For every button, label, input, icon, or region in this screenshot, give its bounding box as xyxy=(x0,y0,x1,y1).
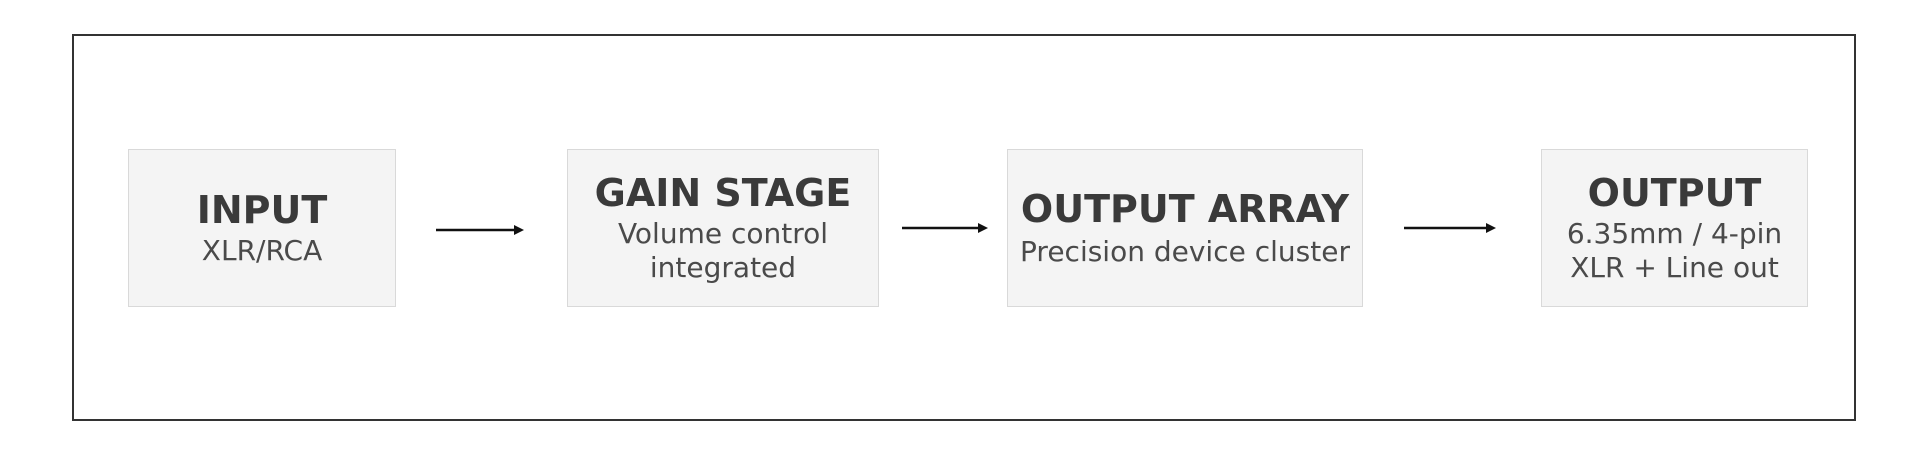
output-block-title: OUTPUT xyxy=(1587,171,1762,215)
output-block-subtitle: 6.35mm / 4-pin XLR + Line out xyxy=(1566,217,1783,284)
input-block-title: INPUT xyxy=(196,188,328,232)
arrow-array-to-output xyxy=(1404,222,1496,234)
arrow-input-to-gain xyxy=(436,224,524,236)
gain-stage-block-title: GAIN STAGE xyxy=(594,171,852,215)
gain-stage-block-subtitle: Volume control integrated xyxy=(617,217,829,284)
arrow-right-icon xyxy=(1404,223,1496,233)
arrow-right-icon xyxy=(436,225,524,235)
output-block: OUTPUT 6.35mm / 4-pin XLR + Line out xyxy=(1541,149,1808,307)
output-array-block-title: OUTPUT ARRAY xyxy=(1020,187,1350,231)
arrow-gain-to-array xyxy=(902,222,988,234)
diagram-frame xyxy=(72,34,1856,421)
output-array-block: OUTPUT ARRAY Precision device cluster xyxy=(1007,149,1363,307)
gain-stage-block: GAIN STAGE Volume control integrated xyxy=(567,149,879,307)
input-block: INPUT XLR/RCA xyxy=(128,149,396,307)
output-array-block-subtitle: Precision device cluster xyxy=(1020,235,1350,268)
input-block-subtitle: XLR/RCA xyxy=(201,234,323,267)
arrow-right-icon xyxy=(902,223,988,233)
